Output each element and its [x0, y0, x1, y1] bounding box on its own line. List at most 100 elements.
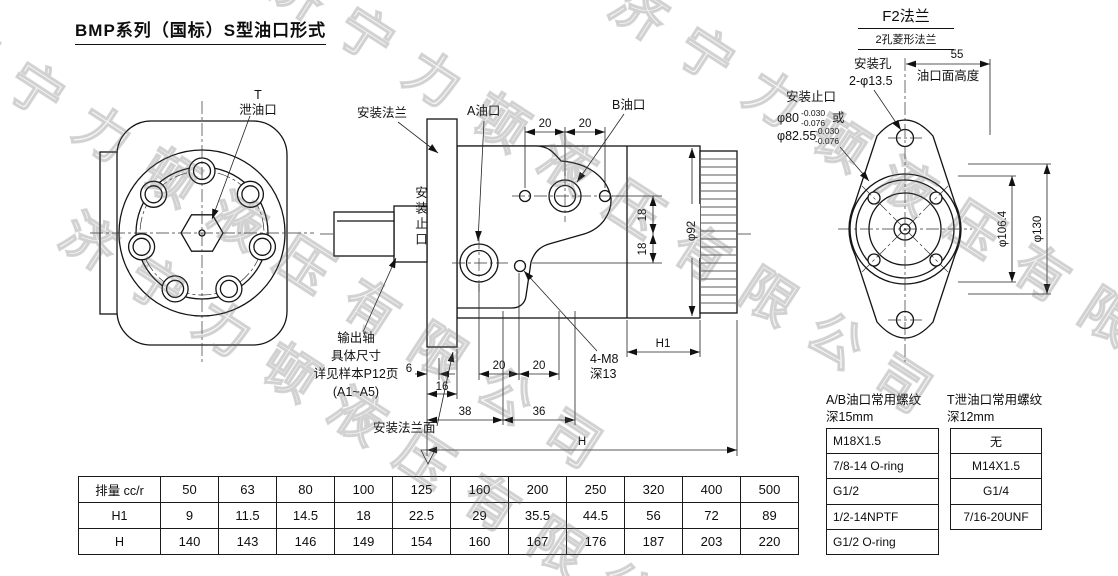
dim-h1: H1	[656, 338, 671, 350]
table-cell: 9	[160, 502, 219, 529]
ab-port-title-line1: A/B油口常用螺纹	[826, 393, 922, 407]
ab-port-table: M18X1.5 7/8-14 O-ring G1/2 1/2-14NPTF G1…	[826, 427, 939, 555]
table-cell: 187	[624, 528, 683, 555]
shaft-note-line4: (A1~A5)	[333, 385, 379, 399]
dim-20-top-left: 20	[539, 118, 552, 130]
phi8255-tol-lower: -0.076	[815, 136, 839, 146]
table-cell: 80	[276, 476, 335, 503]
table-cell: 160	[450, 476, 509, 503]
f2-pilot-label: 安装止口	[786, 89, 836, 104]
table-cell: 14.5	[276, 502, 335, 529]
table-cell: 22.5	[392, 502, 451, 529]
table-cell: 44.5	[566, 502, 625, 529]
table-cell: 167	[508, 528, 567, 555]
table-cell: 11.5	[218, 502, 277, 529]
t-port-label: T	[254, 88, 262, 102]
table-cell: 203	[682, 528, 741, 555]
ab-thread-option: M18X1.5	[826, 427, 939, 455]
t-thread-option: G1/4	[950, 478, 1042, 505]
dim-18-lower: 18	[637, 243, 649, 256]
table-cell: 250	[566, 476, 625, 503]
phi80-tol-lower: -0.076	[801, 118, 825, 128]
table-cell: 154	[392, 528, 451, 555]
ab-port-table-title: A/B油口常用螺纹 深15mm	[826, 392, 921, 426]
table-row: H1 9 11.5 14.5 18 22.5 29 35.5 44.5 56 7…	[78, 502, 799, 529]
f2-flange-view: 55 油口面高度 安装孔 2-φ13.5 安装止口 φ80 -0.030 -0.…	[777, 49, 1051, 362]
table-cell: 63	[218, 476, 277, 503]
phi80-tol-upper: -0.030	[801, 108, 825, 118]
dim-55: 55	[951, 49, 964, 61]
front-view: T 泄油口	[90, 88, 314, 364]
table-cell: 500	[740, 476, 799, 503]
dim-20-top-right: 20	[579, 118, 592, 130]
surface-mark-triangle	[420, 449, 436, 465]
t-port-title-line1: T泄油口常用螺纹	[947, 393, 1043, 407]
ab-thread-option: 7/8-14 O-ring	[826, 453, 939, 480]
table-cell: 149	[334, 528, 393, 555]
t-thread-option: 7/16-20UNF	[950, 503, 1042, 530]
table-cell: 56	[624, 502, 683, 529]
shaft-note-line2: 具体尺寸	[331, 349, 381, 363]
phi80-label: φ80	[777, 111, 799, 125]
side-view: 20 20 18 18 φ92 H1 6	[314, 98, 752, 465]
shaft-note-line3: 详见样本P12页	[314, 366, 399, 381]
dim-20-bottom-left: 20	[493, 360, 506, 372]
mount-flange-label: 安装法兰	[357, 105, 407, 120]
ab-port-title-line2: 深15mm	[826, 410, 874, 424]
drain-port-label: 泄油口	[239, 103, 277, 117]
f2-title: F2法兰	[858, 5, 954, 29]
row-label-h1: H1	[78, 502, 161, 529]
table-cell: 72	[682, 502, 741, 529]
output-shaft	[333, 211, 395, 257]
table-cell: 18	[334, 502, 393, 529]
m8-label-line2: 深13	[590, 367, 616, 381]
mounting-flange	[426, 118, 458, 348]
pilot-label-vertical: 安装止口	[413, 186, 427, 248]
dim-38: 38	[459, 406, 472, 418]
m8-hole	[513, 259, 527, 273]
table-cell: 29	[450, 502, 509, 529]
row-label-displacement: 排量 cc/r	[78, 476, 161, 503]
table-cell: 140	[160, 528, 219, 555]
ab-thread-option: G1/2 O-ring	[826, 528, 939, 555]
row-label-h: H	[78, 528, 161, 555]
ab-thread-option: 1/2-14NPTF	[826, 503, 939, 530]
mount-hole-label-line2: 2-φ13.5	[849, 74, 893, 88]
dim-16: 16	[436, 381, 449, 393]
dim-h: H	[578, 436, 586, 448]
dim-phi92: φ92	[686, 221, 698, 241]
t-thread-option: M14X1.5	[950, 453, 1042, 480]
m8-label-line1: 4-M8	[590, 352, 619, 366]
b-port-label: B油口	[612, 98, 645, 112]
table-cell: 176	[566, 528, 625, 555]
mount-hole-label-line1: 安装孔	[854, 56, 892, 71]
dim-phi106: φ106.4	[997, 210, 1009, 247]
dim-6: 6	[406, 363, 412, 375]
table-row: 排量 cc/r 50 63 80 100 125 160 200 250 320…	[78, 476, 799, 503]
table-cell: 400	[682, 476, 741, 503]
phi8255-tol-upper: -0.030	[815, 126, 839, 136]
table-cell: 100	[334, 476, 393, 503]
t-port-table-title: T泄油口常用螺纹 深12mm	[947, 392, 1042, 426]
table-cell: 146	[276, 528, 335, 555]
shaft-step	[393, 205, 428, 263]
a-port-label: A油口	[467, 104, 500, 118]
port-face-height-label: 油口面高度	[917, 68, 980, 83]
dim-36: 36	[533, 406, 546, 418]
table-cell: 50	[160, 476, 219, 503]
dim-18-upper: 18	[637, 209, 649, 222]
table-cell: 125	[392, 476, 451, 503]
f2-subtitle: 2孔菱形法兰	[858, 29, 954, 50]
table-cell: 220	[740, 528, 799, 555]
dim-20-bottom-right: 20	[533, 360, 546, 372]
table-row: H 140 143 146 149 154 160 167 176 187 20…	[78, 528, 799, 555]
dim-phi130: φ130	[1032, 216, 1044, 243]
flange-face-label: 安装法兰面	[373, 420, 436, 435]
table-cell: 200	[508, 476, 567, 503]
table-cell: 320	[624, 476, 683, 503]
t-port-table: 无 M14X1.5 G1/4 7/16-20UNF	[950, 427, 1042, 530]
ab-thread-option: G1/2	[826, 478, 939, 505]
table-cell: 35.5	[508, 502, 567, 529]
displacement-table: 排量 cc/r 50 63 80 100 125 160 200 250 320…	[78, 476, 799, 555]
